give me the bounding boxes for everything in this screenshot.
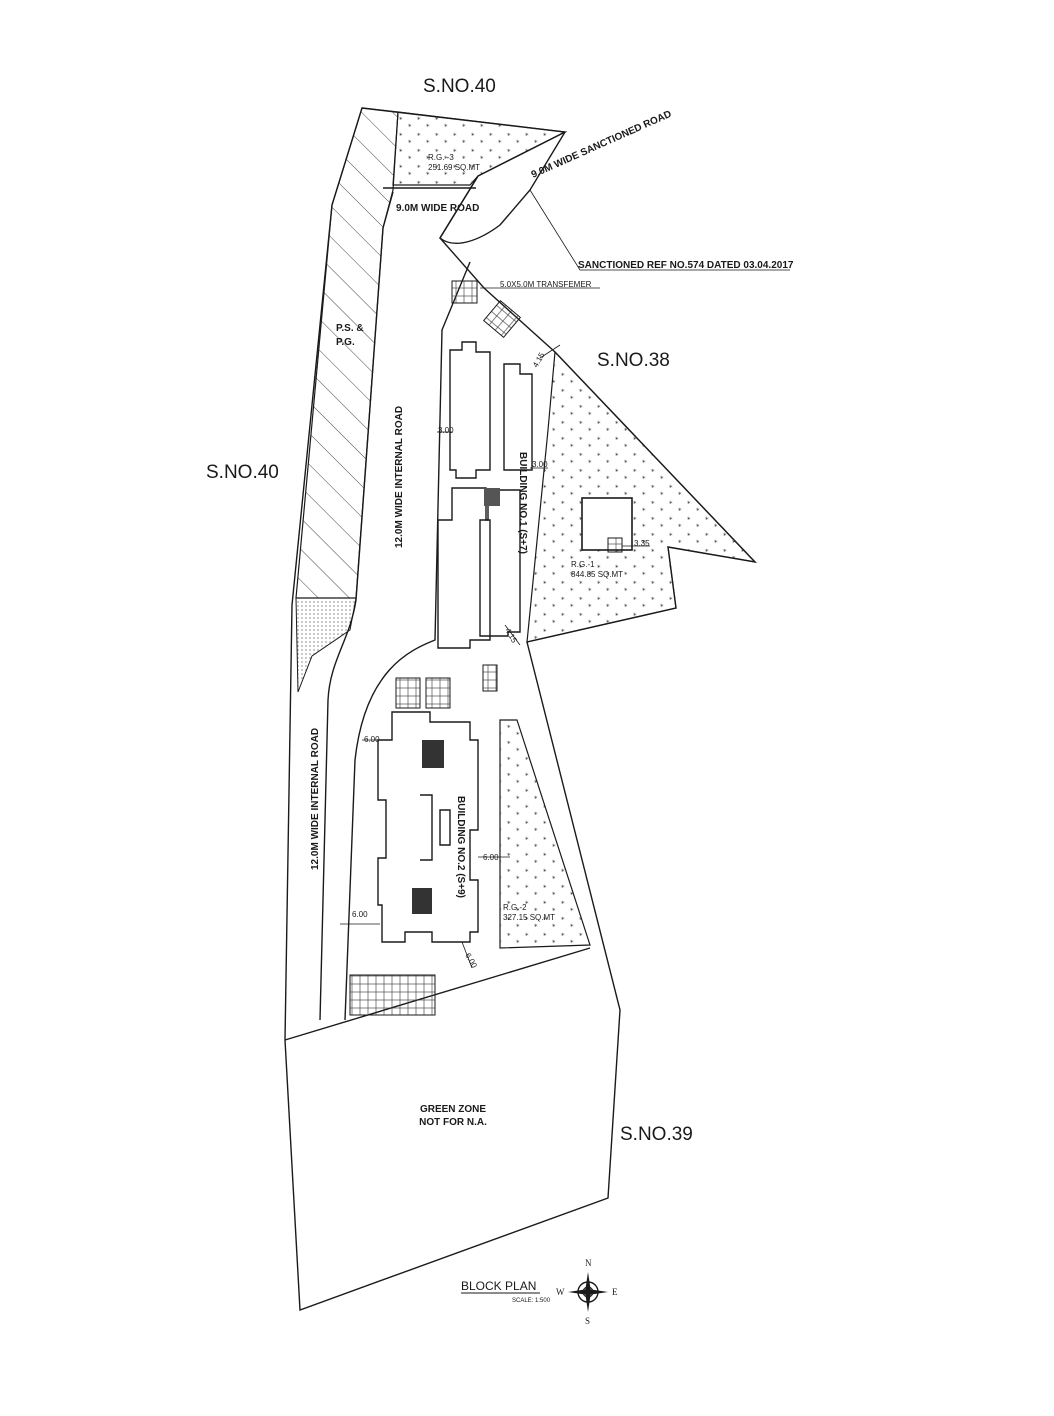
compass-n: N	[585, 1258, 592, 1268]
dim-335: 3.35	[634, 539, 650, 548]
compass-rose-icon	[568, 1272, 608, 1312]
internal-road-2-label: 12.0M WIDE INTERNAL ROAD	[310, 728, 321, 870]
dim-600-bottom-left: 6.00	[352, 910, 368, 919]
ps-pg-hatched-area	[295, 107, 399, 599]
dim-300-right: 3.00	[532, 460, 548, 469]
compass-s: S	[585, 1316, 590, 1326]
dim-600-right: 6.00	[483, 853, 499, 862]
sanction-note: SANCTIONED REF NO.574 DATED 03.04.2017	[578, 260, 794, 271]
parking-block	[349, 974, 436, 1016]
building-1-label: BUILDING NO.1 (S+7)	[517, 452, 528, 554]
rg3-name: R.G. -3	[428, 153, 454, 162]
building-2-label: BUILDING NO.2 (S+9)	[455, 796, 466, 898]
building-1-footprint	[503, 363, 533, 471]
internal-road-1-label: 12.0M WIDE INTERNAL ROAD	[394, 406, 405, 548]
rg1-area: 844.85 SQ.MT	[571, 570, 623, 579]
survey-label-left: S.NO.40	[206, 462, 279, 483]
transformer-box	[451, 280, 478, 304]
dim-600-bottom: 6.00	[463, 952, 479, 970]
survey-label-top: S.NO.40	[423, 76, 496, 97]
building-2-footprint	[377, 711, 479, 943]
green-zone-line-1: GREEN ZONE	[420, 1104, 486, 1115]
compass-w: W	[556, 1287, 565, 1297]
block-plan-scale: SCALE: 1:500	[512, 1298, 551, 1304]
green-zone-line-2: NOT FOR N.A.	[419, 1117, 487, 1128]
ps-pg-label-2: P.G.	[336, 337, 355, 348]
parking-block	[482, 664, 498, 692]
rg1-structure	[581, 497, 633, 551]
rg1-garden-area	[526, 350, 757, 643]
sanctioned-road-label: 9.0M WIDE SANCTIONED ROAD	[530, 109, 674, 181]
dim-300-left: 3.00	[438, 426, 454, 435]
dim-415-top: 4.15	[531, 351, 547, 369]
dotted-patch	[295, 597, 357, 693]
wide-road-label: 9.0M WIDE ROAD	[396, 203, 479, 214]
rg3-area: 251.69 SQ.MT	[428, 163, 480, 172]
survey-label-right-upper: S.NO.38	[597, 350, 670, 371]
parking-block	[425, 677, 451, 709]
transformer-label: 5.0X5.0M TRANSFEMER	[500, 280, 592, 289]
rg1-name: R.G.-1	[571, 560, 595, 569]
compass-e: E	[612, 1287, 618, 1297]
building-1-footprint	[479, 489, 521, 637]
parking-block	[395, 677, 421, 709]
survey-label-right-lower: S.NO.39	[620, 1124, 693, 1145]
dim-600-left: 6.00	[364, 735, 380, 744]
parking-block	[482, 299, 522, 339]
green-zone-boundary	[284, 947, 591, 1041]
building-1-footprint	[437, 487, 491, 649]
rg3-garden-area	[392, 111, 568, 186]
rg2-area: 327.15 SQ.MT	[503, 913, 555, 922]
rg2-name: R.G.-2	[503, 903, 527, 912]
building-1-footprint	[449, 341, 491, 479]
ps-pg-label-1: P.S. &	[336, 323, 364, 334]
rg2-garden-area	[499, 719, 591, 949]
block-plan-title: BLOCK PLAN	[461, 1279, 536, 1293]
